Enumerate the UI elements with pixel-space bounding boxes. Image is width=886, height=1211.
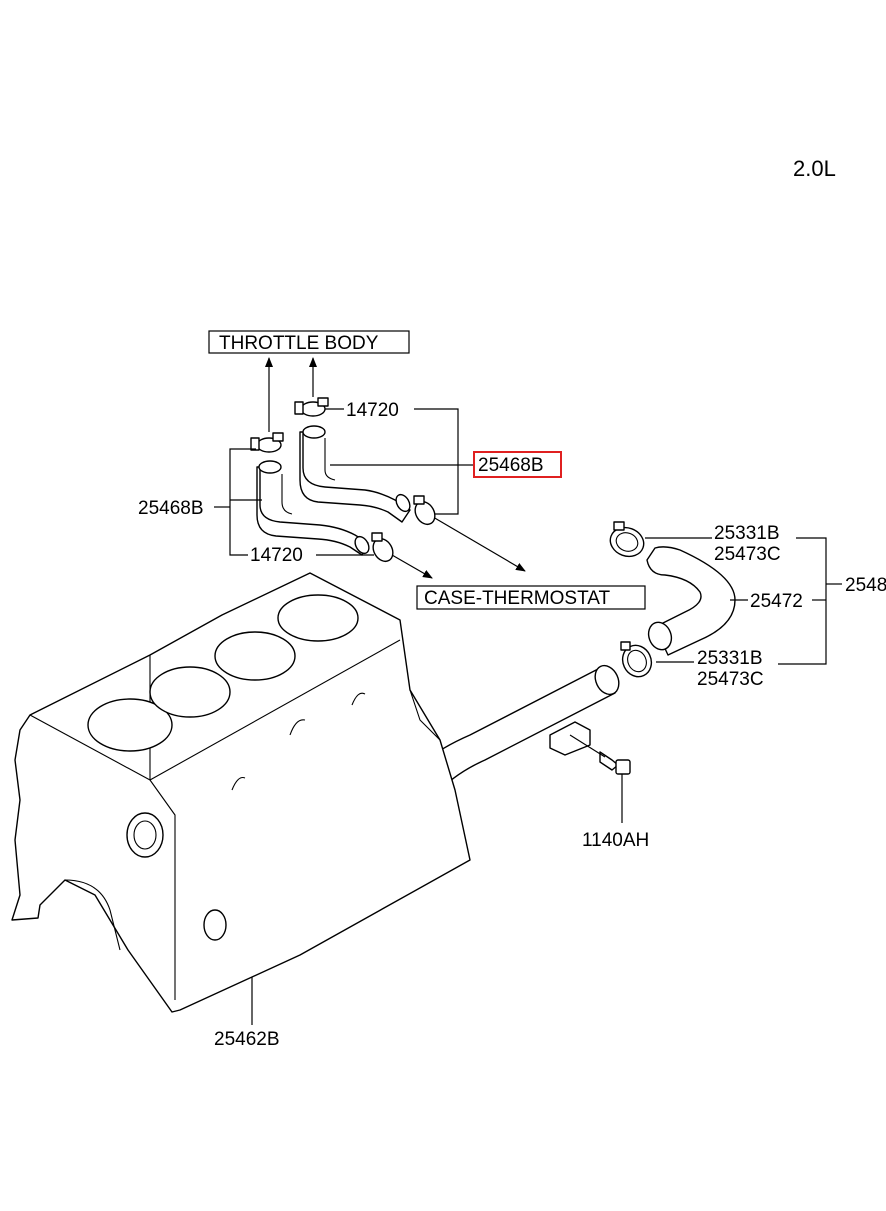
callout-14720-upper[interactable]: 14720 <box>346 400 399 421</box>
bracket-right-group <box>778 537 827 665</box>
clamp-lower-top[interactable] <box>250 432 284 453</box>
arrow-to-case-thermostat-left <box>391 554 433 579</box>
engine-displacement-label: 2.0L <box>793 156 836 181</box>
hose-upper-25468b[interactable] <box>299 425 413 523</box>
callout-25468b-highlighted-text: 25468B <box>478 455 544 476</box>
hose-right-25472[interactable] <box>645 546 736 656</box>
engine-block <box>11 572 471 1013</box>
clamp-upper-top[interactable] <box>294 397 329 417</box>
callout-25472[interactable]: 25472 <box>750 591 803 612</box>
throttle-body-box[interactable]: THROTTLE BODY <box>208 330 410 354</box>
callout-25468b-left[interactable]: 25468B <box>138 498 204 519</box>
throttle-body-label: THROTTLE BODY <box>219 333 379 354</box>
clamp-right-bottom[interactable] <box>618 641 657 682</box>
callout-25473c-bottom[interactable]: 25473C <box>697 669 764 690</box>
clamp-upper-bottom[interactable] <box>411 495 439 528</box>
bolt-1140ah[interactable] <box>569 734 631 775</box>
bracket-25468b-left <box>229 448 256 556</box>
arrow-to-case-thermostat-right <box>432 516 526 572</box>
clamp-lower-bottom[interactable] <box>369 532 397 565</box>
callout-25473c-top[interactable]: 25473C <box>714 544 781 565</box>
callout-2548[interactable]: 2548 <box>845 575 886 596</box>
callout-1140ah[interactable]: 1140AH <box>582 830 649 851</box>
bracket-14720-upper <box>414 408 459 515</box>
callout-25331b-bottom[interactable]: 25331B <box>697 648 763 669</box>
hose-lower-25468b[interactable] <box>256 460 372 556</box>
case-thermostat-box[interactable]: CASE-THERMOSTAT <box>416 585 646 610</box>
callout-25331b-top[interactable]: 25331B <box>714 523 780 544</box>
callout-25462b[interactable]: 25462B <box>214 1029 280 1050</box>
callout-25468b-highlighted[interactable]: 25468B <box>473 451 562 478</box>
callout-14720-lower[interactable]: 14720 <box>250 545 303 566</box>
case-thermostat-label: CASE-THERMOSTAT <box>424 588 611 609</box>
clamp-right-top[interactable] <box>606 521 648 561</box>
